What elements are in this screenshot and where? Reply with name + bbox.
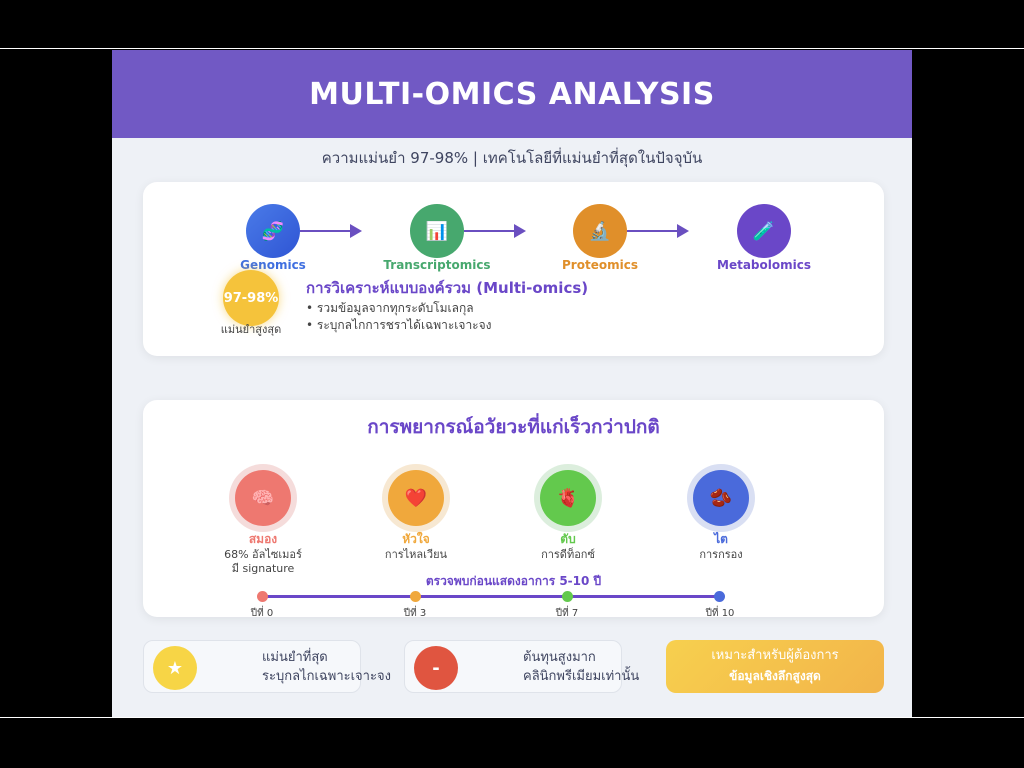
pro-box: ★ แม่นยำที่สุดระบุกลไกเฉพาะเจาะจง: [143, 640, 391, 693]
flask-icon: 🧪: [737, 204, 791, 258]
step-metabolomics: Metabolomics: [717, 258, 811, 272]
page-title: MULTI-OMICS ANALYSIS: [112, 50, 912, 138]
bullet: ระบุกลไกการชราได้เฉพาะเจาะจง: [316, 318, 492, 332]
con-box: - ต้นทุนสูงมากคลินิกพรีเมียมเท่านั้น: [404, 640, 639, 693]
accuracy-badge: 97-98%: [223, 270, 279, 326]
step-genomics: Genomics: [240, 258, 306, 272]
timeline-label: ปีที่ 3: [403, 608, 427, 619]
timeline: [257, 591, 725, 602]
organs-title: การพยากรณ์อวัยวะที่แก่เร็วกว่าปกติ: [367, 416, 660, 438]
timeline-label: ปีที่ 7: [555, 608, 579, 619]
organ-desc: การกรอง: [699, 548, 743, 561]
organ-desc: 68% อัลไซเมอร์มี signature: [224, 548, 302, 575]
organ-liver: ตับ: [560, 532, 576, 546]
multiomics-title: การวิเคราะห์แบบองค์รวม (Multi-omics): [306, 279, 589, 297]
kidney-icon: 🫘: [693, 470, 749, 526]
timeline-label: ปีที่ 0: [250, 608, 274, 619]
minus-icon: -: [414, 646, 458, 690]
step-proteomics: Proteomics: [562, 258, 638, 272]
timeline-title: ตรวจพบก่อนแสดงอาการ 5-10 ปี: [425, 574, 602, 588]
pro-text: แม่นยำที่สุดระบุกลไกเฉพาะเจาะจง: [262, 650, 391, 684]
timeline-point: [714, 591, 725, 602]
multiomics-card: 🧬 📊 🔬 🧪 Genomics Transcriptomics Proteom…: [143, 182, 884, 356]
bullet-list: • รวมข้อมูลจากทุกระดับโมเลกุล • ระบุกลไก…: [306, 301, 492, 332]
organ-brain: สมอง: [248, 532, 278, 546]
step-transcriptomics: Transcriptomics: [383, 258, 491, 272]
star-icon: ★: [153, 646, 197, 690]
cta-line: เหมาะสำหรับผู้ต้องการ: [711, 648, 839, 663]
timeline-point: [410, 591, 421, 602]
page: MULTI-OMICS ANALYSIS ความแม่นยำ 97-98% |…: [112, 50, 912, 717]
liver-icon: 🫀: [540, 470, 596, 526]
cta-line: ข้อมูลเชิงลึกสูงสุด: [729, 669, 821, 683]
dna-icon: 🧬: [246, 204, 300, 258]
arrow-icon: [300, 224, 362, 238]
accuracy-caption: แม่นยำสูงสุด: [220, 323, 282, 336]
organ-desc: การไหลเวียน: [384, 548, 448, 561]
con-text: ต้นทุนสูงมากคลินิกพรีเมียมเท่านั้น: [523, 650, 640, 684]
organ-heart: หัวใจ: [402, 532, 430, 546]
organs-card: การพยากรณ์อวัยวะที่แก่เร็วกว่าปกติ 🧠 ❤️ …: [143, 400, 884, 619]
timeline-point: [257, 591, 268, 602]
subtitle: ความแม่นยำ 97-98% | เทคโนโลยีที่แม่นยำที…: [321, 149, 703, 167]
bullet: รวมข้อมูลจากทุกระดับโมเลกุล: [316, 301, 474, 315]
cta-button[interactable]: เหมาะสำหรับผู้ต้องการ ข้อมูลเชิงลึกสูงสุ…: [666, 640, 884, 693]
arrow-icon: [464, 224, 526, 238]
organ-kidney: ไต: [714, 532, 728, 546]
arrow-icon: [627, 224, 689, 238]
brain-icon: 🧠: [235, 470, 291, 526]
microscope-icon: 🔬: [573, 204, 627, 258]
timeline-label: ปีที่ 10: [705, 608, 735, 619]
organ-desc: การดีท็อกซ์: [541, 548, 595, 561]
heart-icon: ❤️: [388, 470, 444, 526]
chart-icon: 📊: [410, 204, 464, 258]
timeline-point: [562, 591, 573, 602]
